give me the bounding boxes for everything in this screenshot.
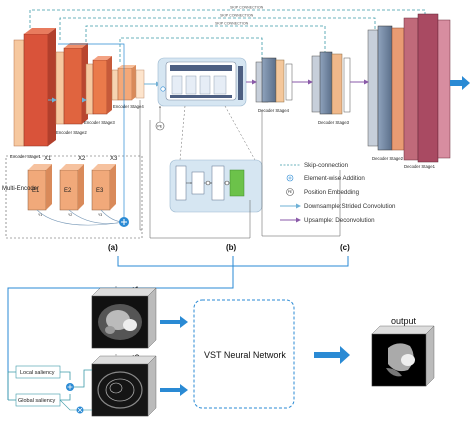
addition-icon-transformer xyxy=(161,87,165,91)
pe-symbol: PE xyxy=(157,124,162,128)
y2-label: Y2 xyxy=(68,213,72,217)
decoder-stage3-block xyxy=(312,52,350,114)
transformer-block-top xyxy=(158,58,246,106)
output-label: output xyxy=(391,316,417,326)
decoder-stage2-block xyxy=(368,26,404,150)
encoder-stage4-block xyxy=(112,65,144,100)
transformer-detail-block xyxy=(170,160,262,212)
x1-label: X1 xyxy=(44,156,52,162)
zoom-lines xyxy=(180,106,255,160)
global-saliency-label: Global saliency xyxy=(18,398,56,404)
skip-line-third xyxy=(86,26,325,56)
y1-label: Y1 xyxy=(38,213,42,217)
legend-downsample-label: Downsample:Strided Convolution xyxy=(304,203,396,210)
decoder-stage1-block xyxy=(404,14,450,162)
decoder-stage4-block xyxy=(256,58,292,102)
skip-label-second: SKIP CONNECTION xyxy=(220,14,254,18)
encoder-stage3-block xyxy=(86,56,112,114)
encoder-stage1-block xyxy=(14,28,56,146)
e3-label: E3 xyxy=(96,188,104,194)
x2-label: X2 xyxy=(78,156,86,162)
input2-arrow xyxy=(160,384,188,396)
legend-upsample-label: Upsample: Deconvolution xyxy=(304,217,375,224)
encoder-stage1-label: Encoder Stage1 xyxy=(10,154,41,159)
y3-label: Y3 xyxy=(98,213,102,217)
encoder-stage3-label: Encoder Stage3 xyxy=(84,120,115,125)
legend-pe-symbol: PE xyxy=(288,190,292,194)
input1-image xyxy=(92,288,156,348)
vst-network-label: VST Neural Network xyxy=(204,350,286,360)
legend: Skip-connection Element-wise Addition PE… xyxy=(280,162,396,224)
skip-label-third: SKIP CONNECTION xyxy=(215,22,249,26)
panel-bracket xyxy=(8,256,348,400)
panel-label-c: (c) xyxy=(340,243,350,252)
legend-addition-label: Element-wise Addition xyxy=(304,175,365,182)
input1-arrow xyxy=(160,316,188,328)
decoder-stage4-label: Decoder Stage4 xyxy=(258,108,290,113)
output-arrow-bottom xyxy=(314,346,350,364)
legend-skip-label: Skip-connection xyxy=(304,162,349,169)
input2-image xyxy=(92,356,156,416)
skip-connections xyxy=(30,10,425,62)
e1-label: E1 xyxy=(32,188,40,194)
encoder-stage4-label: Encoder Stage4 xyxy=(113,104,144,109)
output-image xyxy=(372,326,434,386)
encoder-stage2-block xyxy=(56,43,88,124)
panel-label-a: (a) xyxy=(108,243,118,252)
output-arrow-top xyxy=(450,76,470,90)
local-saliency-label: Local saliency xyxy=(20,370,55,376)
skip-label-top: SKIP CONNECTION xyxy=(230,6,264,10)
decoder-stage3-label: Decoder Stage3 xyxy=(318,120,350,125)
legend-position-label: Position Embedding xyxy=(304,189,360,196)
panel-label-b: (b) xyxy=(226,243,237,252)
e2-label: E2 xyxy=(64,188,72,194)
decoder-stage2-label: Decoder Stage2 xyxy=(372,156,404,161)
x3-label: X3 xyxy=(110,156,118,162)
encoder-stage2-label: Encoder Stage2 xyxy=(56,130,87,135)
decoder-stage1-label: Decoder Stage1 xyxy=(404,164,436,169)
